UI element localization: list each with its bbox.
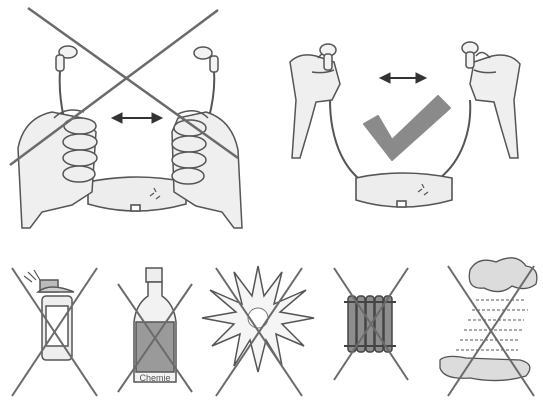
neckband-unit-correct-icon bbox=[355, 172, 453, 208]
correct-handling-panel bbox=[289, 41, 521, 208]
warning-water bbox=[439, 257, 538, 397]
warning-heater bbox=[333, 267, 409, 381]
chemical-bottle-icon bbox=[133, 267, 177, 383]
prohibited-cross-icon bbox=[9, 6, 239, 167]
warning-impact-burst bbox=[201, 265, 315, 397]
cable-right-correct bbox=[439, 99, 472, 179]
wrong-handling-panel bbox=[9, 6, 243, 229]
neckband-unit-icon bbox=[87, 176, 187, 212]
prohibited-cross-icon bbox=[333, 267, 409, 381]
left-fist-icon bbox=[17, 109, 98, 229]
prohibited-cross-icon bbox=[215, 267, 303, 397]
warning-aerosol-can bbox=[11, 267, 98, 397]
double-arrow-icon bbox=[110, 112, 164, 124]
right-fist-icon bbox=[171, 110, 243, 229]
double-arrow-correct-icon bbox=[378, 72, 428, 84]
warning-chemical-bottle: Chemie bbox=[117, 267, 193, 393]
right-pinching-hand-icon bbox=[469, 51, 521, 159]
prohibited-cross-icon bbox=[11, 267, 98, 397]
prohibited-cross-icon bbox=[117, 283, 193, 393]
cable-left-correct bbox=[329, 99, 359, 179]
earbud-left-icon bbox=[55, 45, 78, 72]
earbud-left-correct-icon bbox=[319, 43, 337, 71]
checkmark-icon bbox=[363, 95, 451, 161]
earbud-right-correct-icon bbox=[461, 41, 479, 69]
earbud-right-icon bbox=[193, 46, 219, 73]
prohibited-cross-icon bbox=[447, 265, 535, 397]
chemical-bottle-label: Chemie bbox=[139, 373, 170, 383]
